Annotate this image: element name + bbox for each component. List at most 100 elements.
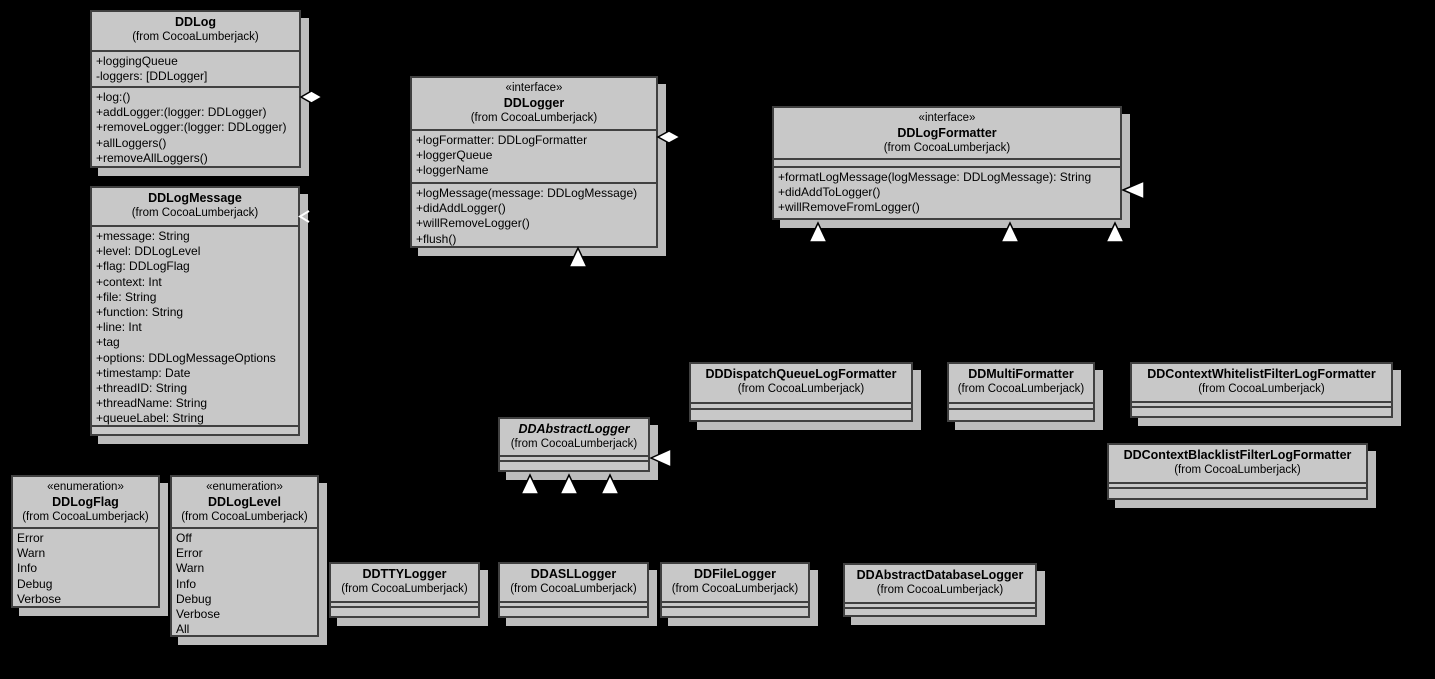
methods-compartment: +formatLogMessage(logMessage: DDLogMessa… xyxy=(774,166,1120,218)
class-from-label: (from CocoaLumberjack) xyxy=(876,584,1004,597)
class-name: DDLog xyxy=(175,15,216,29)
class-title-ddloglevel: «enumeration» DDLogLevel (from CocoaLumb… xyxy=(172,477,317,527)
attributes-compartment: +message: String+level: DDLogLevel+flag:… xyxy=(92,225,298,425)
class-title-ddlog: DDLog (from CocoaLumberjack) xyxy=(92,12,299,50)
enumeration-box-ddloglevel: «enumeration» DDLogLevel (from CocoaLumb… xyxy=(170,475,319,637)
class-from-label: (from CocoaLumberjack) xyxy=(22,511,149,524)
member-line: +message: String xyxy=(96,229,190,243)
member-line: Warn xyxy=(17,546,46,561)
attributes-compartment: +logFormatter: DDLogFormatter+loggerQueu… xyxy=(412,129,656,182)
attributes-compartment-empty xyxy=(331,601,478,606)
class-name: DDLogMessage xyxy=(148,191,242,205)
generalization-arrowhead-icon xyxy=(1121,179,1145,201)
attributes-compartment: +loggingQueue-loggers: [DDLogger] xyxy=(92,50,299,86)
class-box-ddasllogger: DDASLLogger (from CocoaLumberjack) xyxy=(498,562,649,618)
class-name: DDDispatchQueueLogFormatter xyxy=(705,367,897,381)
member-line: +allLoggers() xyxy=(96,135,167,150)
member-line: +didAddToLogger() xyxy=(778,185,881,200)
member-line: +function: String xyxy=(96,305,184,320)
generalization-arrowhead-icon xyxy=(558,473,580,495)
member-line: +level: DDLogLevel xyxy=(96,244,201,259)
member-line: +removeLogger:(logger: DDLogger) xyxy=(96,120,287,135)
class-from-label: (from CocoaLumberjack) xyxy=(131,207,259,220)
methods-compartment-empty xyxy=(1109,487,1366,498)
methods-compartment-empty xyxy=(500,460,648,470)
class-title: DDFileLogger (from CocoaLumberjack) xyxy=(662,564,808,601)
member-line: +options: DDLogMessageOptions xyxy=(96,350,276,365)
abstract-class-box-ddabstractlogger: DDAbstractLogger (from CocoaLumberjack) xyxy=(498,417,650,472)
class-from-label: (from CocoaLumberjack) xyxy=(510,583,637,596)
member-line: +threadName: String xyxy=(96,396,208,411)
attributes-compartment-empty xyxy=(1109,482,1366,487)
class-name: DDAbstractDatabaseLogger xyxy=(856,568,1024,582)
member-line: Debug xyxy=(176,591,212,606)
class-from-label: (from CocoaLumberjack) xyxy=(341,583,468,596)
class-box-ddabstractdatabaselogger: DDAbstractDatabaseLogger (from CocoaLumb… xyxy=(843,563,1037,617)
member-line: +loggerName xyxy=(416,163,489,178)
class-box-ddcontextwhitelistfilterlogformatter: DDContextWhitelistFilterLogFormatter (fr… xyxy=(1130,362,1393,418)
class-from-label: (from CocoaLumberjack) xyxy=(510,438,638,451)
member-line: All xyxy=(176,622,190,635)
member-line: +threadID: String xyxy=(96,381,188,396)
methods-compartment: +logMessage(message: DDLogMessage)+didAd… xyxy=(412,182,656,246)
methods-compartment-empty xyxy=(92,425,298,434)
stereotype-label: «enumeration» xyxy=(47,481,124,493)
attributes-compartment-empty xyxy=(691,402,911,408)
member-line: Error xyxy=(176,546,203,561)
methods-compartment: +log:()+addLogger:(logger: DDLogger)+rem… xyxy=(92,86,299,166)
class-name: DDFileLogger xyxy=(694,567,776,581)
member-line: +logMessage(message: DDLogMessage) xyxy=(416,186,638,200)
generalization-arrowhead-icon xyxy=(599,473,621,495)
member-line: +willRemoveLogger() xyxy=(416,216,530,231)
generalization-arrowhead-icon xyxy=(1104,221,1126,243)
member-line: +loggingQueue xyxy=(96,54,178,68)
stereotype-label: «enumeration» xyxy=(206,481,283,493)
aggregation-diamond xyxy=(299,90,324,104)
methods-compartment-empty xyxy=(331,606,478,616)
class-box-ddlogmessage: DDLogMessage (from CocoaLumberjack) +mes… xyxy=(90,186,300,436)
generalization-arrowhead-icon xyxy=(807,221,829,243)
class-title: DDContextWhitelistFilterLogFormatter (fr… xyxy=(1132,364,1391,401)
methods-compartment-empty xyxy=(949,408,1093,420)
member-line: Debug xyxy=(17,576,53,591)
class-name: DDTTYLogger xyxy=(362,567,447,581)
member-line: +log:() xyxy=(96,90,131,104)
class-title: DDAbstractDatabaseLogger (from CocoaLumb… xyxy=(845,565,1035,602)
class-title-ddabstractlogger: DDAbstractLogger (from CocoaLumberjack) xyxy=(500,419,648,455)
aggregation-diamond xyxy=(656,130,682,144)
class-box-dddispatchqueuelogformatter: DDDispatchQueueLogFormatter (from CocoaL… xyxy=(689,362,913,422)
member-line: Error xyxy=(17,531,44,545)
class-box-ddmultiformatter: DDMultiFormatter (from CocoaLumberjack) xyxy=(947,362,1095,422)
member-line: +removeAllLoggers() xyxy=(96,150,208,165)
enumeration-box-ddlogflag: «enumeration» DDLogFlag (from CocoaLumbe… xyxy=(11,475,160,608)
member-line: -loggers: [DDLogger] xyxy=(96,69,208,84)
member-line: +addLogger:(logger: DDLogger) xyxy=(96,105,267,120)
attributes-compartment-empty xyxy=(774,158,1120,166)
member-line: +flush() xyxy=(416,231,457,246)
class-title: DDTTYLogger (from CocoaLumberjack) xyxy=(331,564,478,601)
class-title: DDContextBlacklistFilterLogFormatter (fr… xyxy=(1109,445,1366,482)
class-title: DDASLLogger (from CocoaLumberjack) xyxy=(500,564,647,601)
class-name: DDLogFlag xyxy=(52,495,119,510)
member-line: +tag xyxy=(96,335,120,350)
generalization-arrowhead-icon xyxy=(649,447,672,469)
methods-compartment-empty xyxy=(845,607,1035,615)
member-line: +queueLabel: String xyxy=(96,411,204,425)
member-line: Warn xyxy=(176,561,205,576)
class-from-label: (from CocoaLumberjack) xyxy=(737,383,865,396)
class-box-ddttylogger: DDTTYLogger (from CocoaLumberjack) xyxy=(329,562,480,618)
class-title-ddlogflag: «enumeration» DDLogFlag (from CocoaLumbe… xyxy=(13,477,158,527)
attributes-compartment-empty xyxy=(500,455,648,460)
class-from-label: (from CocoaLumberjack) xyxy=(1198,383,1325,396)
member-line: +line: Int xyxy=(96,320,142,335)
attributes-compartment-empty xyxy=(500,601,647,606)
class-box-ddlog: DDLog (from CocoaLumberjack) +loggingQue… xyxy=(90,10,301,168)
association-open-arrowhead xyxy=(298,210,310,223)
attributes-compartment-empty xyxy=(845,602,1035,607)
class-from-label: (from CocoaLumberjack) xyxy=(957,383,1085,396)
member-line: +formatLogMessage(logMessage: DDLogMessa… xyxy=(778,170,1092,184)
member-line: Off xyxy=(176,531,192,545)
class-name: DDContextWhitelistFilterLogFormatter xyxy=(1147,367,1376,381)
